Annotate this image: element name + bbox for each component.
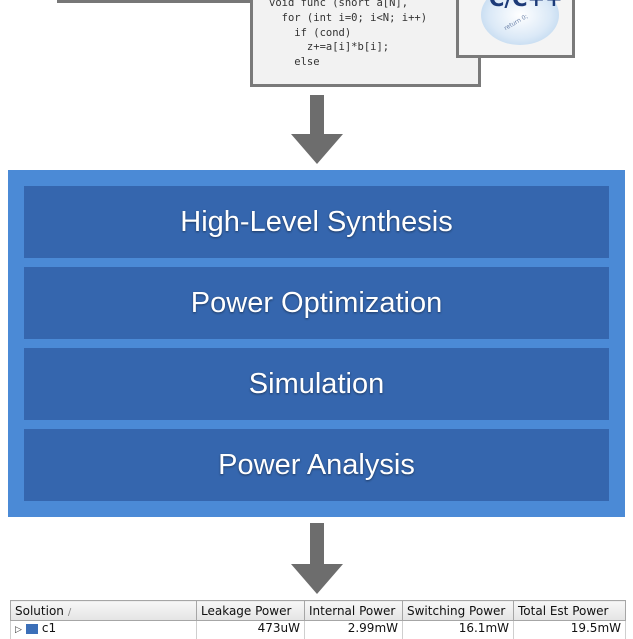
solution-cell[interactable]: ▷c1 — [11, 621, 197, 639]
total-est-power-cell: 19.5mW — [514, 621, 626, 639]
column-header-leakage-power[interactable]: Leakage Power — [197, 601, 305, 621]
stage-label: Power Analysis — [218, 449, 415, 482]
code-line: z+=a[i]*b[i]; — [269, 41, 389, 53]
code-line: else — [269, 56, 320, 68]
code-line: for (int i=0; i<N; i++) — [269, 12, 427, 24]
code-line: if (cond) — [269, 27, 351, 39]
table-row[interactable]: ▷c1 473uW 2.99mW 16.1mW 19.5mW — [11, 621, 626, 639]
expand-arrow-icon[interactable]: ▷ — [15, 625, 22, 635]
code-snippet: void func (short a[N], for (int i=0; i<N… — [253, 0, 478, 70]
column-header-switching-power[interactable]: Switching Power — [403, 601, 514, 621]
stage-label: Simulation — [249, 368, 384, 401]
code-line: void func (short a[N], — [269, 0, 408, 9]
internal-power-cell: 2.99mW — [305, 621, 403, 639]
column-header-internal-power[interactable]: Internal Power — [305, 601, 403, 621]
down-arrow-icon — [291, 95, 343, 164]
language-badge: C/C++ return 0; — [456, 0, 575, 58]
stage-power-optimization: Power Optimization — [24, 267, 609, 339]
stage-label: Power Optimization — [191, 287, 442, 320]
solution-icon — [26, 624, 38, 634]
column-header-total-est-power[interactable]: Total Est Power — [514, 601, 626, 621]
leakage-power-cell: 473uW — [197, 621, 305, 639]
stage-simulation: Simulation — [24, 348, 609, 420]
source-code-box: void func (short a[N], for (int i=0; i<N… — [250, 0, 481, 87]
power-report-table: Solution/ Leakage Power Internal Power S… — [10, 600, 626, 639]
connector-line — [57, 0, 252, 3]
table-header-row: Solution/ Leakage Power Internal Power S… — [11, 601, 626, 621]
language-label: C/C++ — [489, 0, 563, 11]
flow-panel: High-Level Synthesis Power Optimization … — [8, 170, 625, 517]
stage-high-level-synthesis: High-Level Synthesis — [24, 186, 609, 258]
down-arrow-icon — [291, 523, 343, 594]
stage-label: High-Level Synthesis — [180, 206, 452, 239]
switching-power-cell: 16.1mW — [403, 621, 514, 639]
stage-power-analysis: Power Analysis — [24, 429, 609, 501]
sort-indicator-icon[interactable]: / — [68, 607, 71, 618]
column-header-solution[interactable]: Solution/ — [11, 601, 197, 621]
